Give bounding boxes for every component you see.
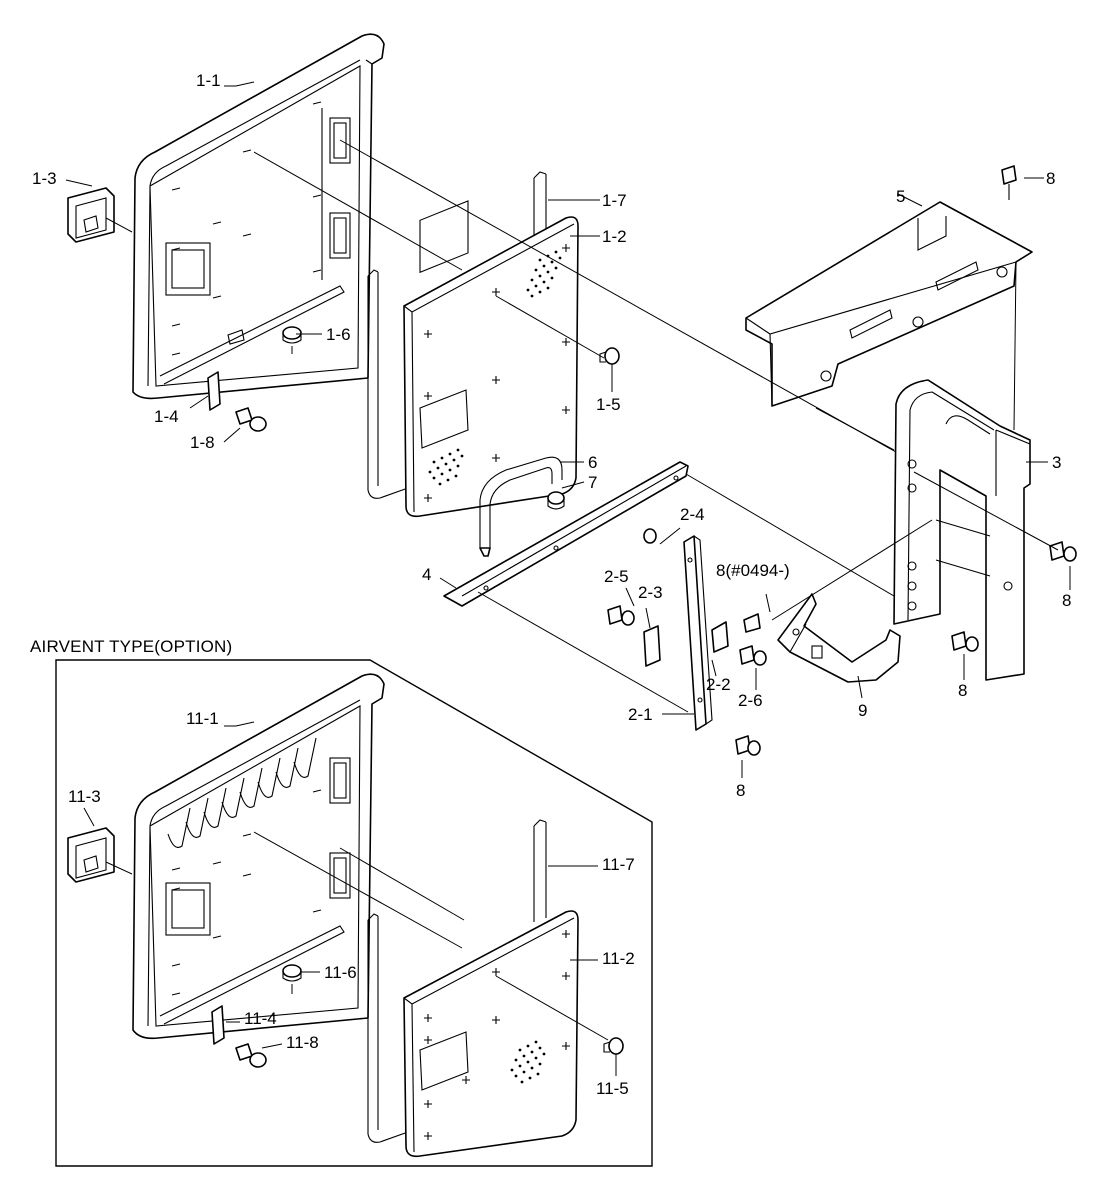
callout-6: 6	[588, 453, 598, 472]
callout-2-4: 2-4	[680, 505, 705, 524]
callout-11-3: 11-3	[68, 787, 101, 806]
callout-11-1: 11-1	[186, 709, 219, 728]
seal-11-7	[367, 819, 547, 1143]
callout-3: 3	[1052, 453, 1062, 472]
callout-11-6: 11-6	[324, 963, 357, 982]
small-parts-11	[211, 964, 302, 1068]
callout-11-7: 11-7	[602, 855, 635, 874]
panel-1-2	[403, 200, 579, 518]
latch-11-3	[67, 827, 115, 883]
callout-2-5: 2-5	[604, 567, 629, 586]
callout-1-6: 1-6	[326, 325, 351, 344]
callout-2-6: 2-6	[738, 691, 763, 710]
callout-2-2: 2-2	[706, 675, 731, 694]
handle-6	[479, 456, 565, 557]
option-leader-lines	[83, 721, 617, 1076]
callout-2-1: 2-1	[628, 705, 653, 724]
callout-8-right: 8	[1062, 591, 1072, 610]
callout-8-top: 8	[1046, 169, 1056, 188]
callout-1-2: 1-2	[602, 227, 627, 246]
callout-2-3: 2-3	[638, 583, 663, 602]
callout-11-4: 11-4	[244, 1009, 277, 1028]
callout-1-7: 1-7	[602, 191, 627, 210]
knob-11-5	[603, 1037, 624, 1055]
frame-1-1	[132, 33, 385, 400]
callout-9: 9	[858, 701, 868, 720]
option-box-title: AIRVENT TYPE(OPTION)	[30, 637, 233, 656]
callout-1-8: 1-8	[190, 433, 215, 452]
callout-1-5: 1-5	[596, 395, 621, 414]
bracket-3	[893, 379, 1031, 681]
bracket-5	[745, 201, 1033, 407]
callout-1-4: 1-4	[154, 407, 179, 426]
callout-1-3: 1-3	[32, 169, 57, 188]
rail-4	[443, 461, 689, 607]
option-box-frame	[55, 659, 653, 1167]
callout-5: 5	[896, 187, 906, 206]
callout-8-bottom: 8	[736, 781, 746, 800]
hinge-2-1	[643, 535, 729, 731]
latch-1-3	[67, 187, 115, 243]
leader-lines	[65, 81, 1071, 778]
fasteners	[607, 165, 1077, 756]
frame-11-1	[132, 673, 385, 1040]
callout-4: 4	[422, 565, 432, 584]
knob-1-5	[599, 347, 620, 365]
callout-11-5: 11-5	[596, 1079, 629, 1098]
bracket-9	[777, 593, 901, 683]
small-parts-1	[207, 326, 302, 432]
panel-11-2	[403, 910, 579, 1158]
callout-8-serial: 8(#0494-)	[716, 561, 790, 580]
callout-7: 7	[588, 473, 598, 492]
callout-11-2: 11-2	[602, 949, 635, 968]
callout-1-1: 1-1	[196, 71, 221, 90]
callout-11-8: 11-8	[286, 1033, 319, 1052]
callout-8-lower: 8	[958, 681, 968, 700]
seal-1-7	[367, 171, 547, 499]
